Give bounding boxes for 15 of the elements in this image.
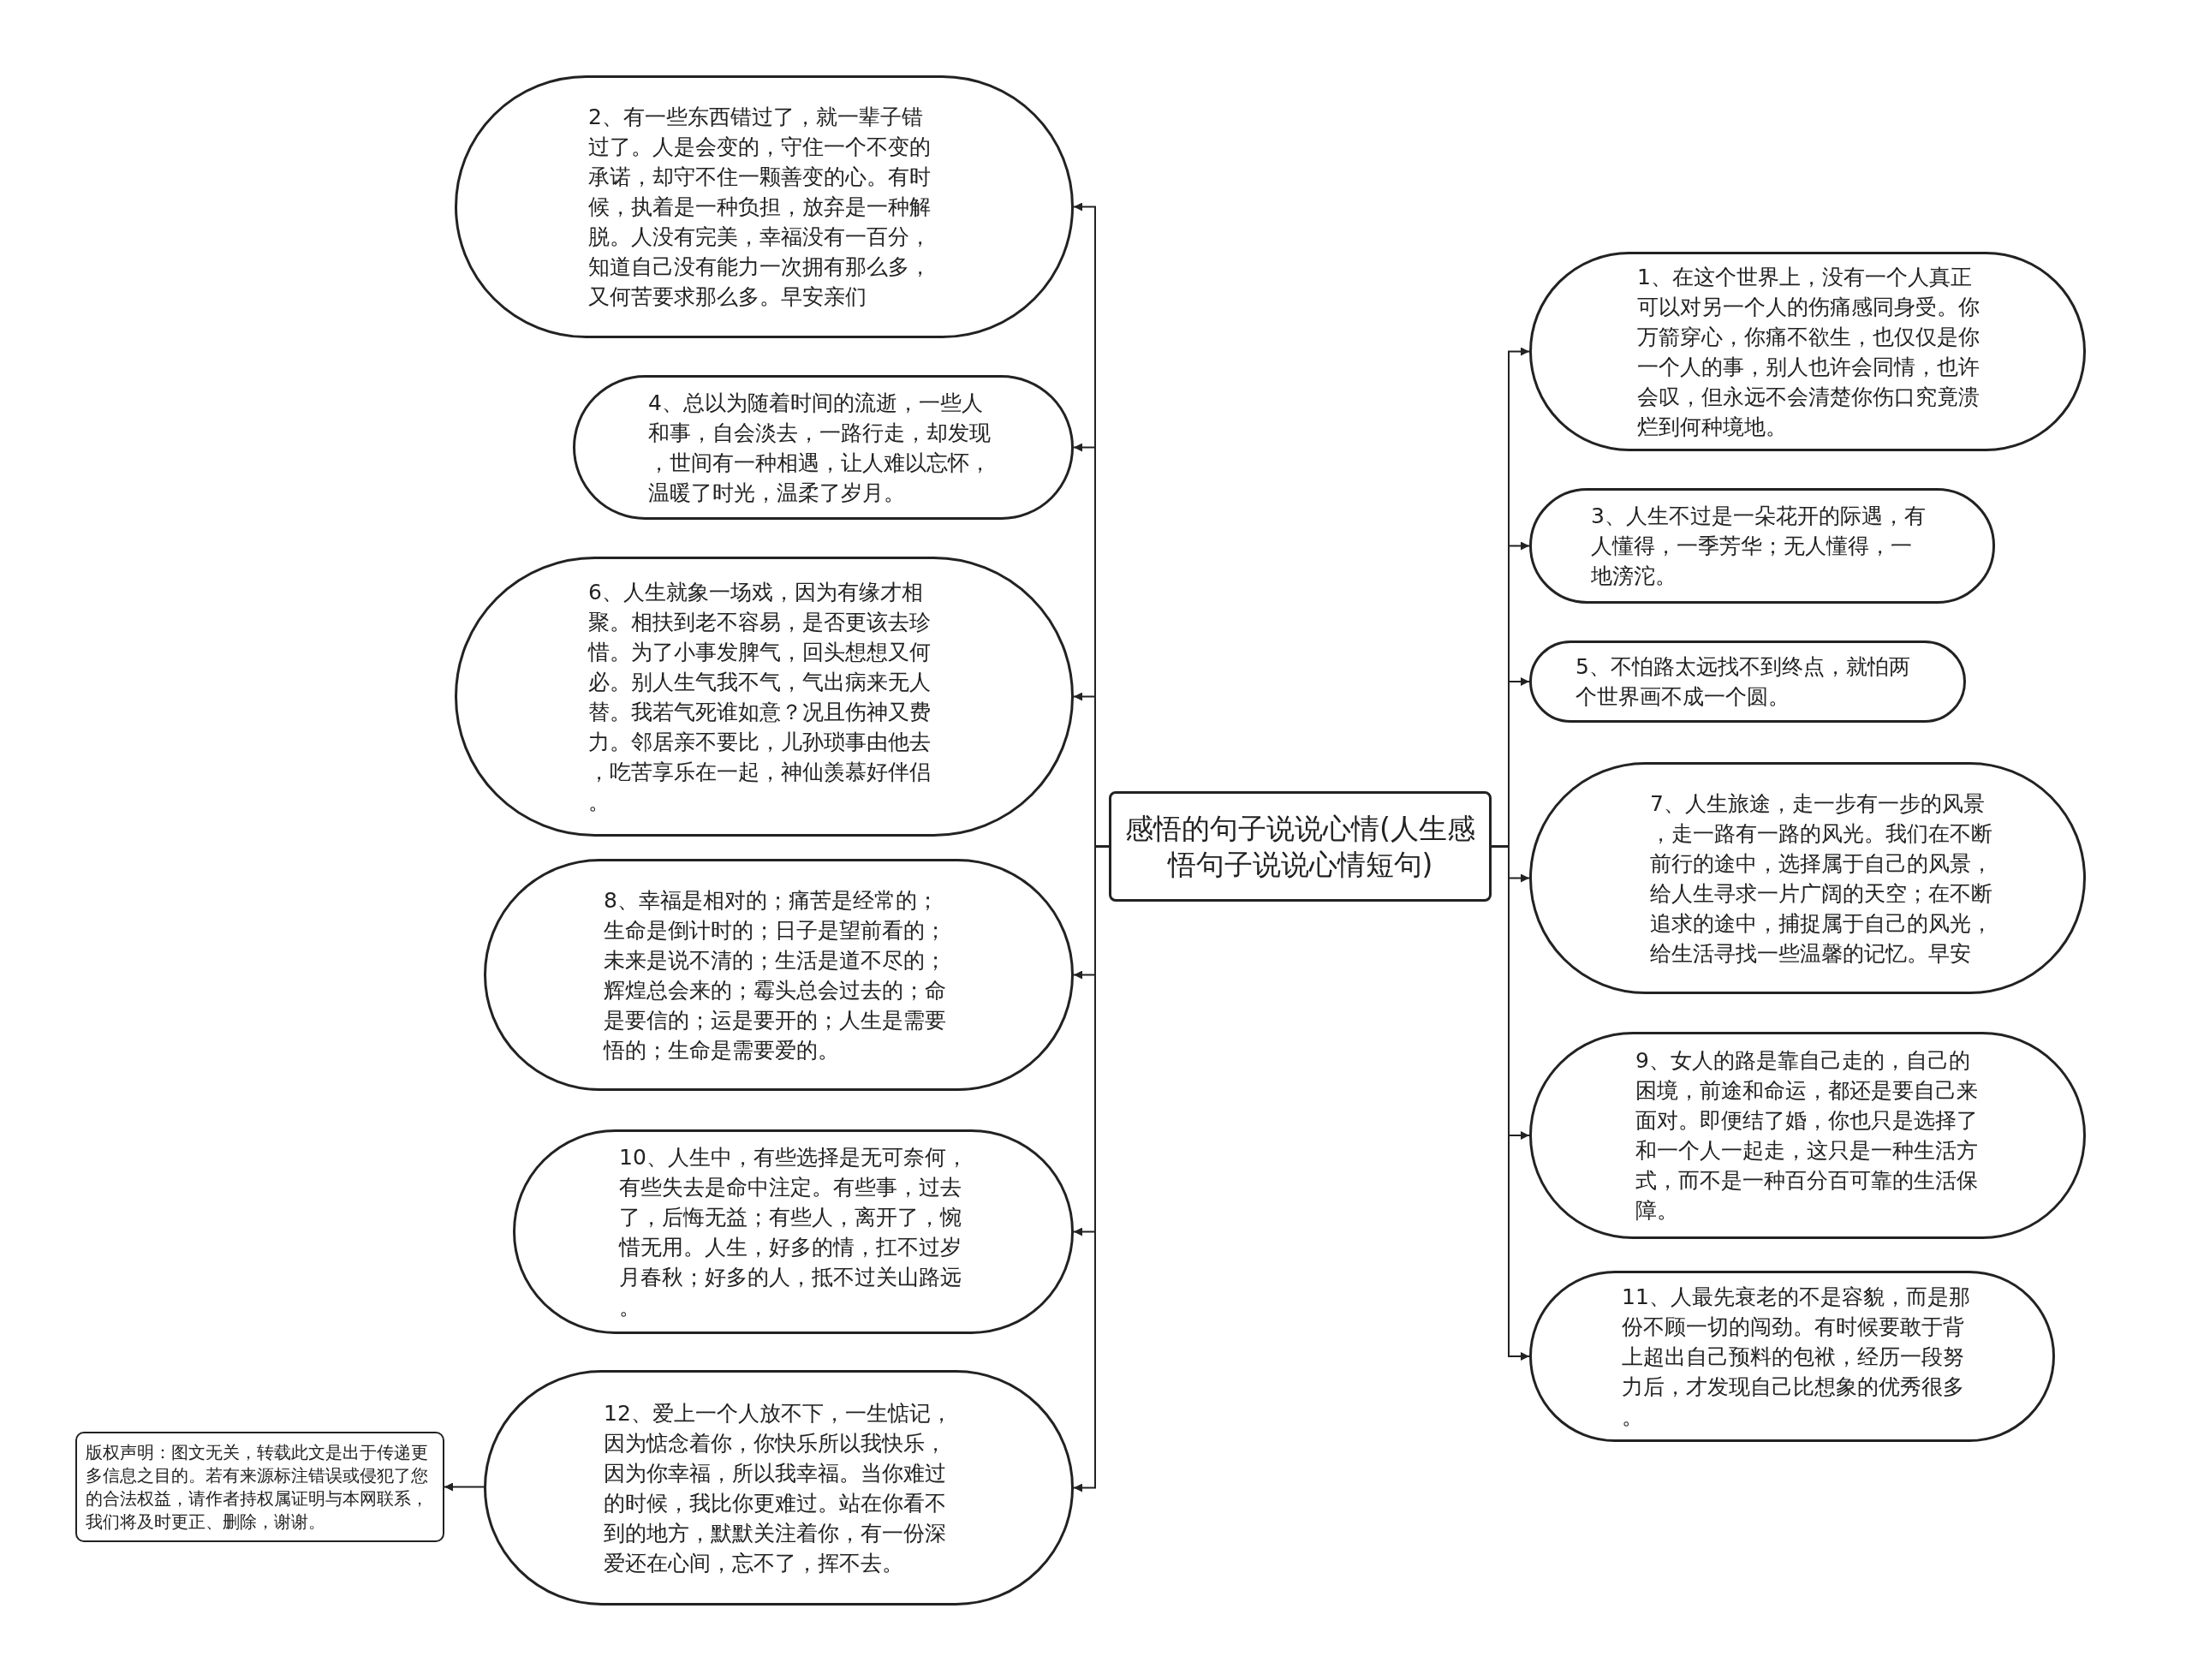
pill-node: 4、总以为随着时间的流逝，一些人和事，自会淡去，一路行走，却发现，世间有一种相遇，让人难以忘怀，温暖了时光，温柔了岁月。: [573, 375, 1074, 520]
pill-node: 10、人生中，有些选择是无可奈何，有些失去是命中注定。有些事，过去了，后悔无益；有些人，离开了，惋惜无用。人生，好多的情，扛不过岁月春秋；好多的人，抵不过关山路远。: [513, 1129, 1074, 1334]
notice-box: 版权声明：图文无关，转载此文是出于传递更多信息之目的。若有来源标注错误或侵犯了您的合法权益，请作者持权属证明与本网联系，我们将及时更正、删除，谢谢。: [75, 1432, 444, 1542]
pill-node: 7、人生旅途，走一步有一步的风景，走一路有一路的风光。我们在不断前行的途中，选择属于自己的风景，给人生寻求一片广阔的天空；在不断追求的途中，捕捉属于自己的风光，给生活寻找一些温馨的记忆。早安: [1529, 762, 2086, 994]
pill-node: 1、在这个世界上，没有一个人真正可以对另一个人的伤痛感同身受。你万箭穿心，你痛不欲生，也仅仅是你一个人的事，别人也许会同情，也许会叹，但永远不会清楚你伤口究竟溃烂到何种境地。: [1529, 252, 2086, 451]
pill-node: 8、幸福是相对的；痛苦是经常的；生命是倒计时的；日子是望前看的；未来是说不清的；生活是道不尽的；辉煌总会来的；霉头总会过去的；命是要信的；运是要开的；人生是需要悟的；生命是需要爱的。: [484, 859, 1074, 1091]
pill-node: 12、爱上一个人放不下，一生惦记，因为惦念着你，你快乐所以我快乐，因为你幸福，所以我幸福。当你难过的时候，我比你更难过。站在你看不到的地方，默默关注着你，有一份深爱还在心间，忘不了，挥不去。: [484, 1370, 1074, 1606]
pill-node: 11、人最先衰老的不是容貌，而是那份不顾一切的闯劲。有时候要敢于背上超出自己预料的包袱，经历一段努力后，才发现自己比想象的优秀很多。: [1529, 1271, 2055, 1442]
pill-node: 5、不怕路太远找不到终点，就怕两个世界画不成一个圆。: [1529, 640, 1966, 723]
connector-arrow: [444, 1482, 485, 1492]
topic-box: 感悟的句子说说心情(人生感悟句子说说心情短句): [1109, 791, 1492, 902]
pill-node: 6、人生就象一场戏，因为有缘才相聚。相扶到老不容易，是否更该去珍惜。为了小事发脾气，回头想想又何必。别人生气我不气，气出病来无人替。我若气死谁如意？况且伤神又费力。邻居亲不要比，儿孙琐事由他去，吃苦享乐在一起，神仙羡慕好伴侣。: [455, 557, 1074, 837]
pill-node: 2、有一些东西错过了，就一辈子错过了。人是会变的，守住一个不变的承诺，却守不住一颗善变的心。有时候，执着是一种负担，放弃是一种解脱。人没有完美，幸福没有一百分，知道自己没有能力一次拥有那么多，又何苦要求那么多。早安亲们: [455, 75, 1074, 338]
pill-node: 3、人生不过是一朵花开的际遇，有人懂得，一季芳华；无人懂得，一地滂沱。: [1529, 488, 1995, 604]
pill-node: 9、女人的路是靠自己走的，自己的困境，前途和命运，都还是要自己来面对。即便结了婚，你也只是选择了和一个人一起走，这只是一种生活方式，而不是一种百分百可靠的生活保障。: [1529, 1032, 2086, 1239]
